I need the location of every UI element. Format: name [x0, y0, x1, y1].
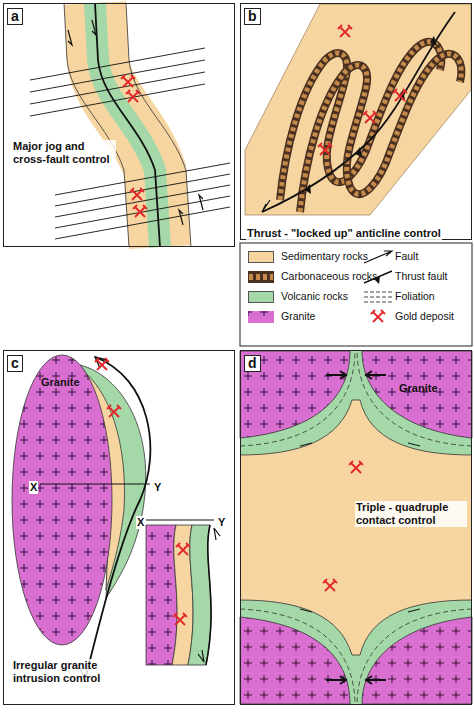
legend-text: Fault — [395, 250, 418, 263]
gold-sample — [371, 310, 385, 322]
panel-title-holder: Thrust - "locked up" anticline control — [246, 223, 442, 241]
legend-text: Sedimentary rocks — [281, 250, 368, 263]
figure-panel: bThrust - "locked up" anticline control — [240, 3, 472, 240]
panel-c-art — [12, 355, 220, 680]
label-holder: Y — [153, 477, 162, 495]
section-end-label: X — [136, 516, 145, 529]
figure-panel: dTriple - quadruple contact control — [240, 350, 472, 705]
legend-text: Thrust fault — [395, 270, 448, 283]
panel-d-art — [240, 350, 472, 705]
panel-letter-holder: c — [7, 354, 23, 372]
label-holder: X — [29, 477, 38, 495]
panel-title-holder: Triple - quadruple contact control — [355, 501, 467, 528]
panel-letter: c — [7, 355, 23, 372]
panel-letter: b — [244, 8, 261, 25]
foliation-sample — [364, 292, 392, 302]
fault-sample — [364, 251, 392, 263]
legend-text: Foliation — [395, 290, 435, 303]
panel-b-art — [245, 4, 471, 215]
panel-title: Major jog and cross-fault control — [12, 140, 116, 166]
panel-title: Thrust - "locked up" anticline control — [246, 227, 442, 240]
panel-letter-holder: d — [244, 354, 261, 372]
panel-title: Triple - quadruple contact control — [355, 501, 467, 527]
figure-panel: cIrregular granite intrusion control — [3, 350, 235, 705]
label-holder: Granite — [398, 378, 439, 396]
legend-box — [240, 243, 472, 346]
section-end-label: Y — [217, 516, 226, 529]
label-holder: Granite — [40, 372, 81, 390]
legend-swatch — [248, 291, 274, 303]
label-holder: Y — [217, 512, 226, 530]
panel-letter-holder: b — [244, 7, 261, 25]
legend-samples — [248, 251, 392, 323]
legend-swatch — [248, 251, 274, 263]
rock-label: Granite — [398, 382, 439, 395]
panel-letter: a — [7, 8, 23, 25]
legend-text: Volcanic rocks — [281, 290, 348, 303]
panel-letter: d — [244, 355, 261, 372]
legend-text: Gold deposit — [395, 310, 454, 323]
panel-title: Irregular granite intrusion control — [12, 659, 130, 685]
section-end-label: X — [29, 481, 38, 494]
legend-text: Granite — [281, 310, 315, 323]
carbonaceous-sample — [248, 271, 274, 283]
granite-sample-pattern — [248, 311, 274, 323]
label-holder: X — [136, 512, 145, 530]
section-end-label: Y — [153, 481, 162, 494]
rock-label: Granite — [40, 376, 81, 389]
panel-title-holder: Irregular granite intrusion control — [12, 659, 130, 686]
legend-text: Carbonaceous rocks — [281, 270, 377, 283]
figure-panel: aMajor jog and cross-fault control — [3, 3, 235, 247]
panel-title-holder: Major jog and cross-fault control — [12, 140, 116, 167]
panel-letter-holder: a — [7, 7, 23, 25]
panel-a-art — [30, 3, 230, 247]
